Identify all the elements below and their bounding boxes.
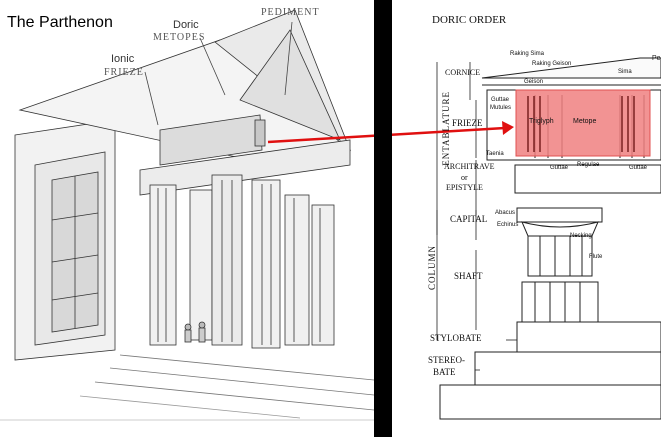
metopes-label: METOPES xyxy=(153,32,206,43)
column-label: COLUMN xyxy=(427,245,437,291)
taenia-label: Taenia xyxy=(486,151,504,157)
panel-title: The Parthenon xyxy=(7,14,113,31)
frieze-side-label: FRIEZE xyxy=(452,118,483,128)
ionic-label: Ionic xyxy=(111,53,135,65)
doric-label: Doric xyxy=(173,19,199,31)
panel-divider xyxy=(374,0,392,437)
architrave-or-label: or xyxy=(461,173,468,182)
guttae-right-label: Guttae xyxy=(629,165,648,171)
regulae-label: Regulae xyxy=(577,162,600,168)
stereobate-label-2: BATE xyxy=(433,367,456,377)
doric-order-heading: DORIC ORDER xyxy=(432,14,507,26)
geison-label: Geison xyxy=(524,79,544,85)
raking-geison-label: Raking Geison xyxy=(532,61,572,67)
architrave-label: ARCHITRAVE xyxy=(444,162,495,171)
entablature-label: ENTABLATURE xyxy=(441,91,451,166)
sima-label: Sima xyxy=(618,69,632,75)
cornice-label: CORNICE xyxy=(445,68,481,77)
stereobate-label-1: STEREO- xyxy=(428,355,465,365)
pediment-label: PEDIMENT xyxy=(261,7,320,18)
metope-label: Metope xyxy=(573,118,597,125)
raking-sima-label: Raking Sima xyxy=(510,51,545,57)
guttae-mutules-label: Guttae xyxy=(491,97,510,103)
echinus-label: Echinus xyxy=(497,222,519,228)
guttae-left-label: Guttae xyxy=(550,165,569,171)
stylobate-label: STYLOBATE xyxy=(430,333,482,343)
abacus-label: Abacus xyxy=(495,210,516,216)
frieze-label: FRIEZE xyxy=(104,67,144,78)
capital-label: CAPITAL xyxy=(450,214,488,224)
triglyph-label: Triglyph xyxy=(529,118,554,125)
mutules-label: Mutules xyxy=(490,105,512,111)
epistyle-label: EPISTYLE xyxy=(446,183,483,192)
pointer-arrowhead xyxy=(502,121,514,135)
pe-label: Pe xyxy=(652,55,661,62)
flute-label: Flute xyxy=(589,254,603,260)
necking-label: Necking xyxy=(570,233,592,239)
shaft-label: SHAFT xyxy=(454,271,483,281)
